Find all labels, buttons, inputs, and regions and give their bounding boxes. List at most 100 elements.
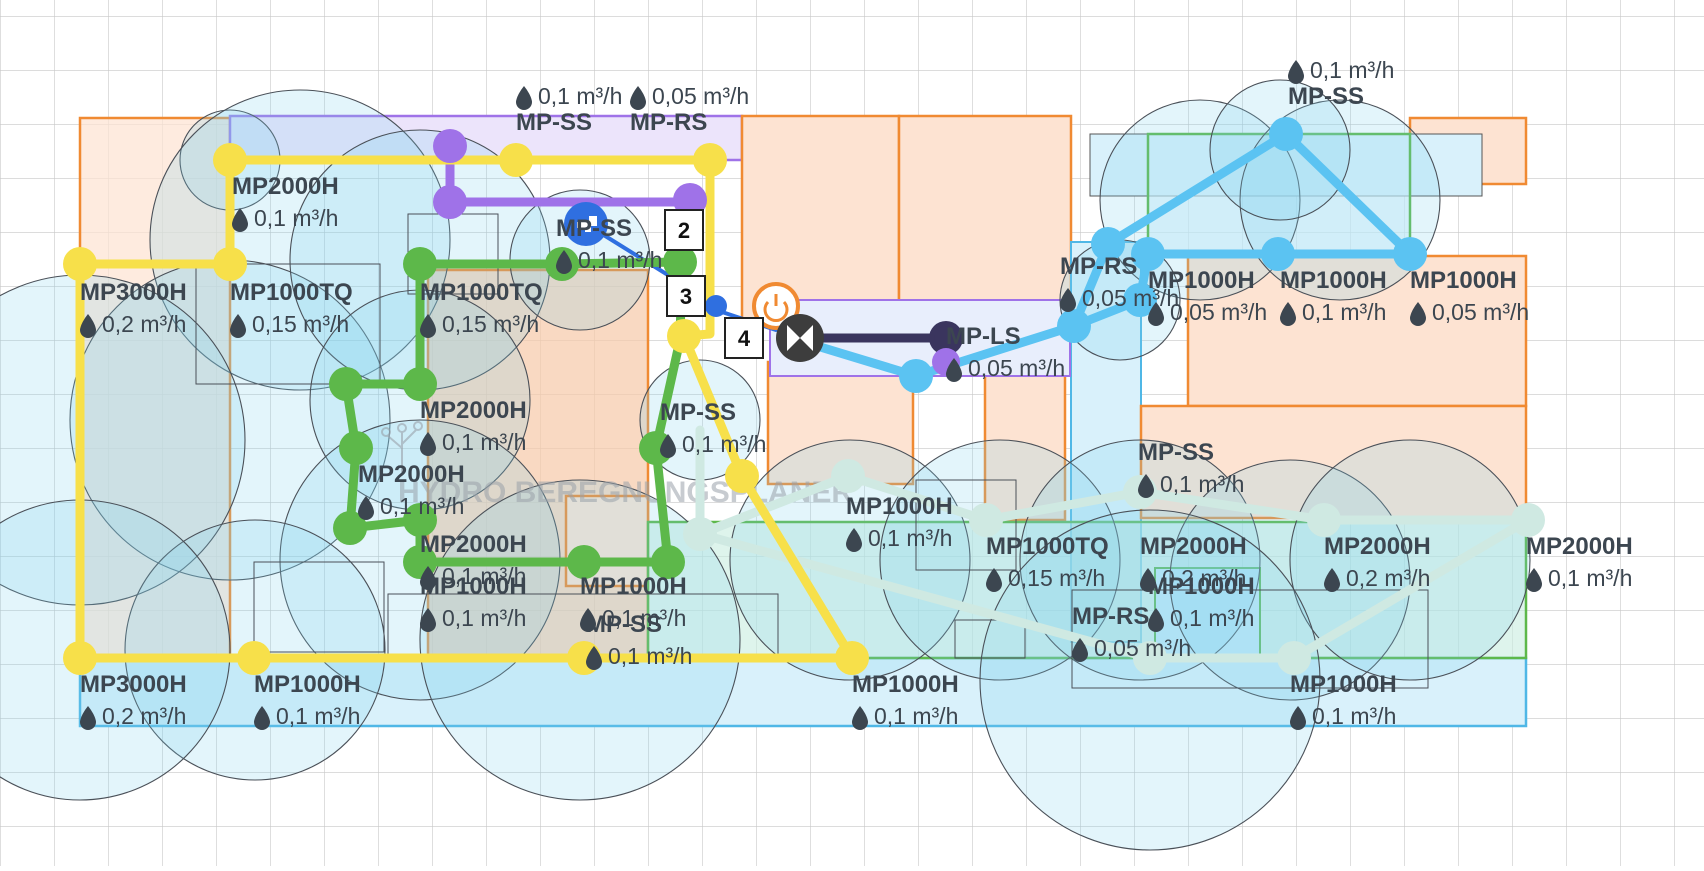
sprinkler-node[interactable]	[63, 641, 97, 675]
badges-layer[interactable]: 2 34	[664, 209, 764, 359]
sprinkler-node[interactable]	[567, 545, 601, 579]
water-drop-icon	[1060, 288, 1076, 312]
water-drop-icon	[630, 86, 646, 110]
sprinkler-flow: 0,15 m³/h	[1008, 565, 1105, 591]
object-outline	[954, 619, 1026, 659]
area-right-bed[interactable]	[1186, 254, 1528, 408]
sprinkler-model: MP1000H	[254, 671, 361, 698]
area-mid-bed-2[interactable]	[983, 370, 1067, 522]
sprinkler-node[interactable]	[1133, 641, 1167, 675]
sprinkler-model: MP-SS	[556, 215, 632, 242]
sprinkler-model: MP3000H	[80, 279, 187, 306]
sprinkler-node[interactable]	[1307, 503, 1341, 537]
zone-number-badge[interactable]: 4	[724, 317, 764, 359]
object-outline	[915, 479, 1017, 571]
sprinkler-node[interactable]	[1269, 117, 1303, 151]
sprinkler-label: MP-SS0,1 m³/h	[516, 83, 622, 136]
water-drop-icon	[1410, 302, 1426, 326]
sprinkler-node[interactable]	[1057, 309, 1091, 343]
area-center-block-2[interactable]	[897, 114, 1073, 308]
sprinkler-node[interactable]	[693, 143, 727, 177]
sprinkler-node[interactable]	[329, 367, 363, 401]
sprinkler-model: MP1000H	[852, 671, 959, 698]
sprinkler-flow: 0,1 m³/h	[254, 205, 338, 231]
sprinkler-node[interactable]	[969, 503, 1003, 537]
sprinkler-node[interactable]	[499, 143, 533, 177]
water-drop-icon	[230, 314, 246, 338]
sprinkler-model: MP2000H	[1526, 533, 1633, 560]
sprinkler-label: MP-SS 0,1 m³/h	[556, 215, 662, 274]
sprinkler-node[interactable]	[237, 641, 271, 675]
sprinkler-node[interactable]	[403, 367, 437, 401]
sprinkler-node[interactable]	[213, 143, 247, 177]
sprinkler-node[interactable]	[835, 641, 869, 675]
sprinkler-label: MP-SS0,1 m³/h	[1138, 439, 1244, 498]
sprinkler-flow: 0,05 m³/h	[1094, 635, 1191, 661]
sprinkler-label: MP-RS0,05 m³/h	[630, 83, 749, 136]
water-drop-icon	[1280, 302, 1296, 326]
sprinkler-flow: 0,15 m³/h	[252, 311, 349, 337]
zone-number-badge[interactable]: 2	[664, 209, 704, 251]
sprinkler-node[interactable]	[725, 459, 759, 493]
sprinkler-node[interactable]	[651, 545, 685, 579]
sprinkler-node[interactable]	[673, 183, 707, 217]
sprinkler-label: MP-RS0,05 m³/h	[1060, 253, 1179, 312]
water-drop-icon	[420, 432, 436, 456]
sprinkler-flow: 0,1 m³/h	[578, 247, 662, 273]
sprinkler-flow: 0,15 m³/h	[442, 311, 539, 337]
tap-icon[interactable]	[564, 202, 608, 246]
sprinkler-node[interactable]	[339, 431, 373, 465]
sprinkler-model: MP1000H	[1410, 267, 1517, 294]
pipe-mint[interactable]	[695, 425, 1533, 663]
sprinkler-node[interactable]	[667, 319, 701, 353]
sprinkler-node[interactable]	[831, 459, 865, 493]
blue-valve-icon[interactable]	[705, 295, 727, 317]
sprinkler-node[interactable]	[1511, 503, 1545, 537]
sprinkler-flow: 0,05 m³/h	[1170, 299, 1267, 325]
sprinkler-node[interactable]	[213, 247, 247, 281]
water-drop-icon	[254, 706, 270, 730]
sprinkler-node[interactable]	[1091, 227, 1125, 261]
sprinkler-model: MP2000H	[1324, 533, 1431, 560]
area-bottom-right-blue[interactable]	[1154, 567, 1261, 659]
pipe-lightblue[interactable]	[779, 129, 1415, 381]
sprinkler-node[interactable]	[1123, 283, 1157, 317]
sprinkler-node[interactable]	[63, 247, 97, 281]
sprinkler-node[interactable]	[403, 247, 437, 281]
controller-icon[interactable]	[752, 282, 800, 330]
water-drop-icon	[1526, 568, 1542, 592]
sprinkler-flow: 0,2 m³/h	[1346, 565, 1430, 591]
sprinkler-node[interactable]	[683, 517, 717, 551]
sprinkler-node[interactable]	[433, 129, 467, 163]
sprinkler-node[interactable]	[333, 511, 367, 545]
sprinkler-node[interactable]	[1393, 237, 1427, 271]
water-drop-icon	[420, 314, 436, 338]
sprinkler-node[interactable]	[433, 185, 467, 219]
sprinkler-node[interactable]	[403, 503, 437, 537]
sprinkler-node[interactable]	[1277, 641, 1311, 675]
sprinkler-model: MP1000H	[420, 573, 527, 600]
sprinkler-label: MP-LS0,05 m³/h	[946, 323, 1065, 382]
sprinkler-node[interactable]	[663, 245, 697, 279]
pipe-green[interactable]	[341, 257, 687, 567]
icons-layer[interactable]	[564, 202, 960, 376]
sprinkler-flow: 0,05 m³/h	[1432, 299, 1529, 325]
area-top-purple[interactable]	[228, 114, 744, 162]
water-drop-icon	[660, 434, 676, 458]
valve-box-icon[interactable]	[776, 314, 824, 362]
sprinkler-node[interactable]	[1261, 237, 1295, 271]
sprinkler-node[interactable]	[1131, 237, 1165, 271]
object-outline	[253, 561, 385, 653]
sprinkler-node[interactable]	[899, 359, 933, 393]
water-drop-icon	[1288, 60, 1304, 84]
valve-icon[interactable]	[934, 326, 958, 350]
zone-number-badge[interactable]: 3	[666, 275, 706, 317]
